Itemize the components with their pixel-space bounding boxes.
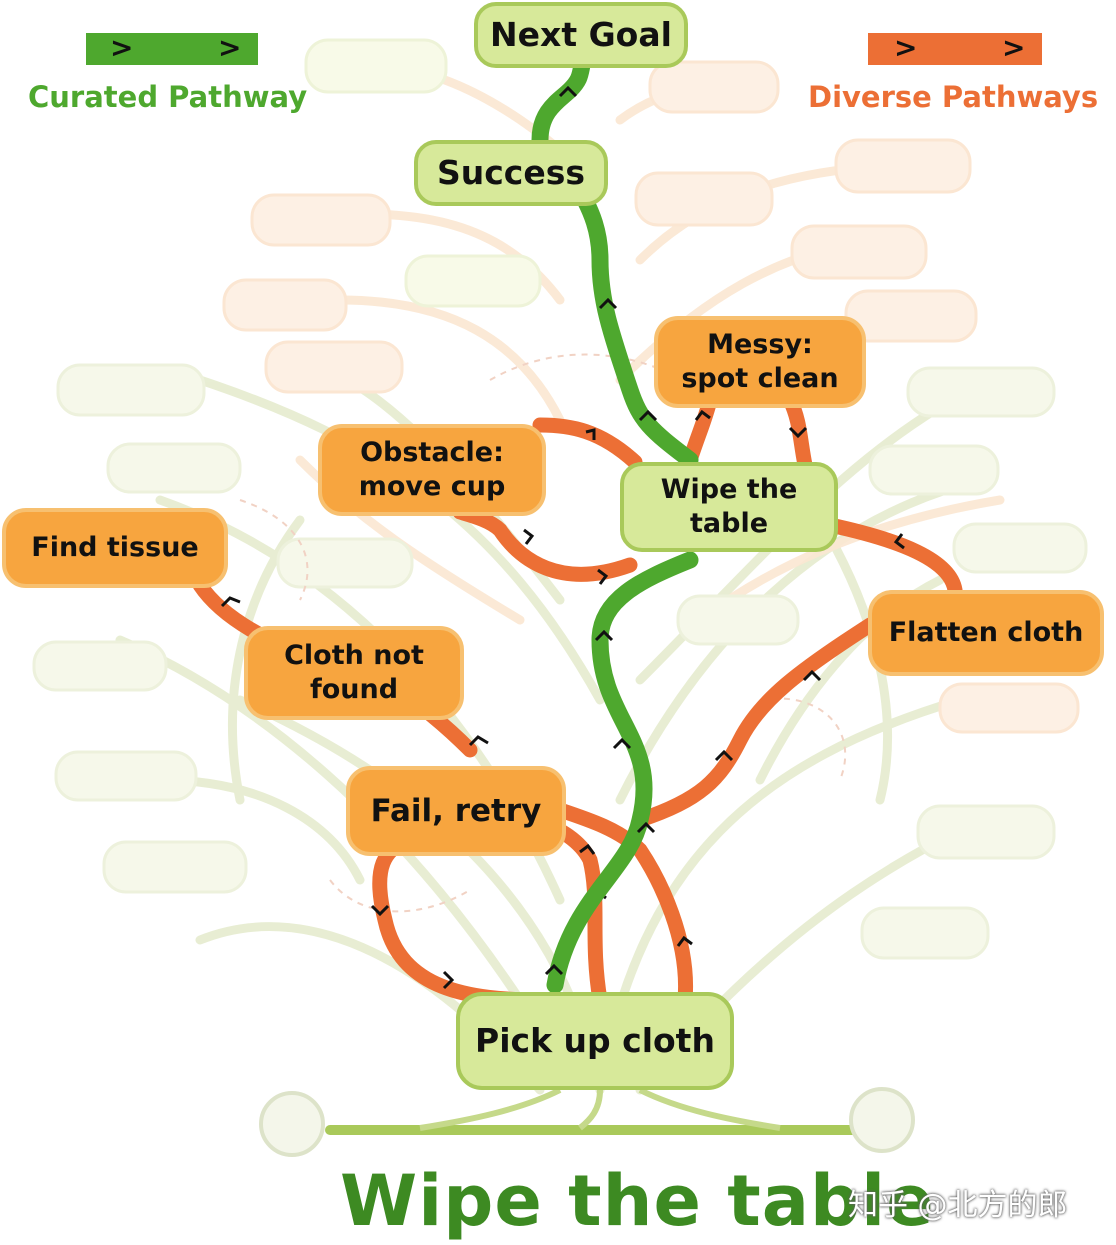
node-label-line: Cloth not xyxy=(284,640,424,672)
node-next-goal: Next Goal xyxy=(474,2,688,68)
node-label-line: Wipe the xyxy=(660,474,798,506)
chevron-right-icon: > xyxy=(218,31,242,64)
node-label-line: move cup xyxy=(358,471,506,502)
watermark-text: 知乎 @北方的郎 xyxy=(848,1188,1068,1223)
node-label: Flatten cloth xyxy=(888,617,1084,649)
node-wipe-the-table: Wipe the table xyxy=(620,462,838,552)
chevron-right-icon: > xyxy=(1002,31,1026,64)
root-base xyxy=(259,1087,915,1157)
node-label: Success xyxy=(436,153,586,193)
diagram-title: Wipe the table xyxy=(340,1160,935,1242)
node-label: Find tissue xyxy=(31,532,199,564)
node-label-line: Messy: xyxy=(707,329,813,361)
node-fail-retry: Fail, retry xyxy=(346,766,566,856)
node-obstacle-move-cup: Obstacle: move cup xyxy=(318,424,546,516)
chevron-right-icon: > xyxy=(894,31,918,64)
node-label: Pick up cloth xyxy=(475,1021,715,1061)
node-messy-spot-clean: Messy: spot clean xyxy=(654,316,866,408)
node-find-tissue: Find tissue xyxy=(2,508,228,588)
node-label: Next Goal xyxy=(490,15,672,55)
node-cloth-not-found: Cloth not found xyxy=(244,626,464,720)
background-boxes xyxy=(32,38,1088,960)
node-label: Fail, retry xyxy=(370,792,542,829)
curated-legend-swatch: > > xyxy=(86,31,258,65)
chevron-right-icon: > xyxy=(110,31,134,64)
node-label-line: table xyxy=(689,508,769,539)
node-label-line: Obstacle: xyxy=(360,437,504,469)
node-success: Success xyxy=(414,140,608,206)
root-circle-right xyxy=(849,1087,915,1153)
node-label-line: found xyxy=(309,674,399,705)
curated-legend-label: Curated Pathway xyxy=(28,80,308,114)
node-label-line: spot clean xyxy=(681,363,839,394)
diverse-legend-label: Diverse Pathways xyxy=(808,80,1099,114)
node-flatten-cloth: Flatten cloth xyxy=(868,590,1104,676)
curated-direction-arrows xyxy=(544,85,658,976)
root-circle-left xyxy=(259,1091,325,1157)
node-pick-up-cloth: Pick up cloth xyxy=(456,992,734,1090)
diverse-legend-swatch: > > xyxy=(868,31,1042,65)
